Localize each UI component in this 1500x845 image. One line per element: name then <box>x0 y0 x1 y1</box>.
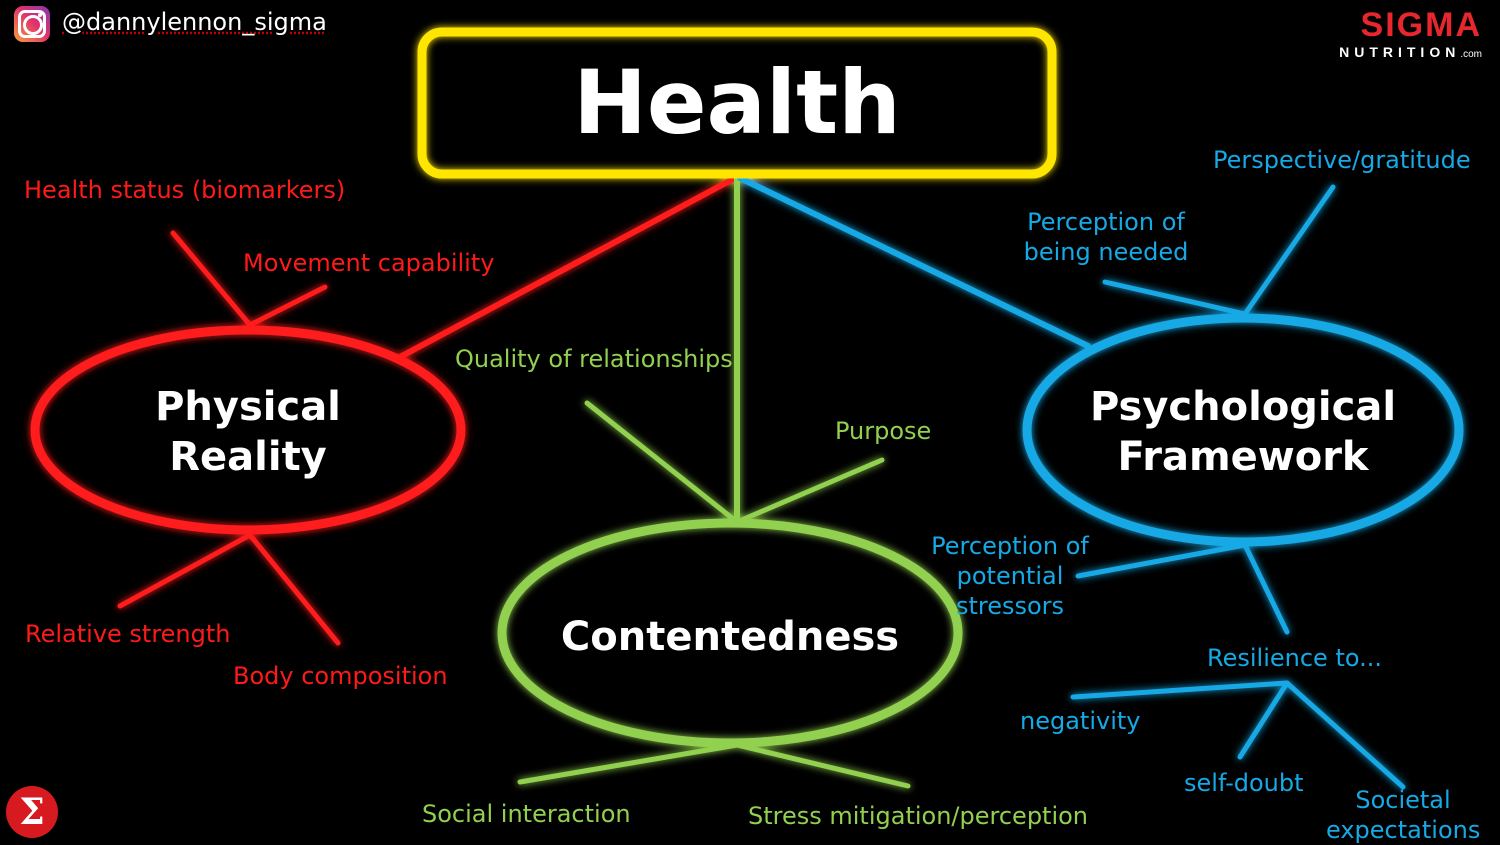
branch-movement <box>247 284 328 328</box>
branch-societal <box>1284 680 1406 790</box>
factor-perception-needed: Perception of being needed <box>1023 208 1189 266</box>
factor-perspective-gratitude: Perspective/gratitude <box>1213 146 1471 174</box>
factor-stress-mitigation: Stress mitigation/perception <box>748 802 1089 830</box>
factor-self-doubt: self-doubt <box>1184 769 1304 797</box>
branch-gratitude <box>1242 184 1336 317</box>
branch-relationships <box>584 400 740 525</box>
branch-relative-strength <box>117 532 253 609</box>
health-title: Health <box>573 51 901 154</box>
factor-societal-expectations: Societal expectations <box>1326 786 1481 844</box>
contentedness-title: Contentedness <box>560 614 900 660</box>
instagram-handle[interactable]: @dannylennon_sigma <box>62 8 327 36</box>
health-box <box>417 27 1057 179</box>
psychological-ellipse <box>1022 313 1464 547</box>
branch-social <box>517 742 740 785</box>
psychological-title: Psychological Framework <box>1089 384 1397 480</box>
branch-self-doubt <box>1237 680 1290 760</box>
connector-health-physical <box>397 175 738 360</box>
branch-stress <box>734 742 911 789</box>
connector-health-psychological <box>737 175 1091 349</box>
factor-quality-of-relationships: Quality of relationships <box>455 345 733 373</box>
factor-movement-capability: Movement capability <box>243 249 495 277</box>
branch-negativity <box>1070 680 1290 700</box>
physical-title: Physical Reality <box>155 384 341 480</box>
factor-body-composition: Body composition <box>233 662 448 690</box>
factor-perception-stressors: Perception of potential stressors <box>931 532 1089 620</box>
physical-ellipse <box>30 325 466 535</box>
brand-name: SIGMA <box>1360 6 1482 44</box>
sigma-logo-icon: Σ <box>6 786 58 838</box>
factor-health-status: Health status (biomarkers) <box>24 176 346 204</box>
branch-purpose <box>734 457 885 525</box>
branch-needed <box>1102 279 1248 317</box>
factor-social-interaction: Social interaction <box>422 800 631 828</box>
brand-subtitle: NUTRITION.com <box>1339 44 1482 60</box>
factor-purpose: Purpose <box>835 417 932 445</box>
branch-body-composition <box>247 532 341 646</box>
contentedness-ellipse <box>497 518 963 748</box>
factor-resilience: Resilience to... <box>1207 644 1382 672</box>
branch-stressors <box>1075 542 1248 579</box>
factor-relative-strength: Relative strength <box>25 620 231 648</box>
instagram-icon <box>14 6 50 42</box>
branch-health-status <box>170 230 253 328</box>
branch-resilience <box>1242 542 1290 635</box>
factor-negativity: negativity <box>1020 707 1141 735</box>
brand-logo: SIGMA NUTRITION.com <box>1339 6 1482 60</box>
